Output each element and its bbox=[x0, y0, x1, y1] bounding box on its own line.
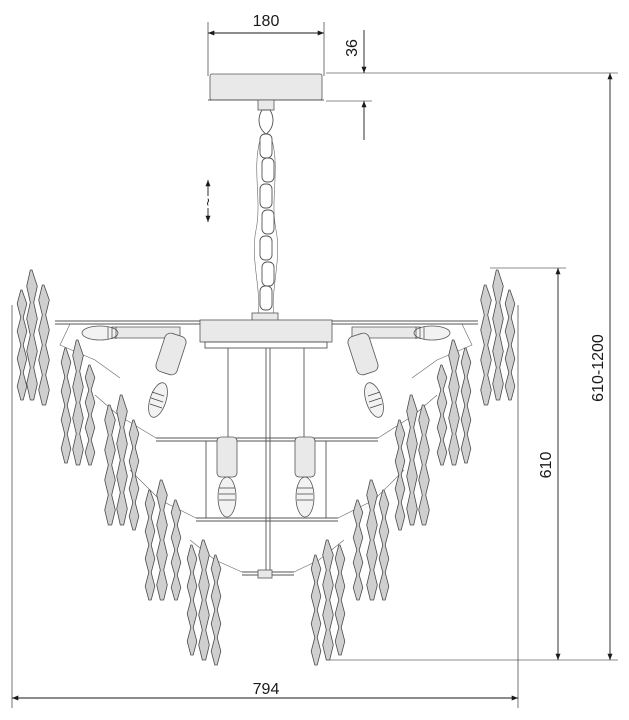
crystal-drop bbox=[60, 347, 72, 464]
bulb-right-angled bbox=[364, 382, 384, 418]
crystal-drop bbox=[322, 539, 334, 661]
crystal-drop bbox=[72, 339, 84, 466]
crystal-drop bbox=[480, 284, 492, 406]
crystal-drop bbox=[378, 489, 390, 601]
bulb-center-left bbox=[217, 476, 237, 518]
crystal-drop bbox=[104, 404, 116, 526]
body-width-label: 794 bbox=[253, 681, 280, 698]
crystal-pendants bbox=[16, 269, 516, 666]
chandelier-frame bbox=[55, 312, 478, 579]
chain-link bbox=[259, 235, 273, 261]
crystal-drop bbox=[128, 419, 140, 531]
dimension-total-height: 610-1200 bbox=[326, 73, 618, 661]
chain-link bbox=[259, 183, 273, 209]
crystal-drop bbox=[394, 419, 406, 531]
chain-link bbox=[261, 209, 275, 235]
crystal-drop bbox=[492, 269, 504, 401]
crystal-drop bbox=[460, 347, 472, 464]
dimension-canopy-height: 36 bbox=[326, 30, 618, 140]
bulb-holders bbox=[111, 326, 421, 478]
chain-adjust-indicator: ~ bbox=[200, 180, 216, 222]
crystal-drop bbox=[310, 554, 322, 666]
dimension-body-height: 610 bbox=[490, 267, 566, 660]
bulb-left-horizontal bbox=[81, 325, 119, 341]
crystal-drop bbox=[406, 394, 418, 526]
body-height-label: 610 bbox=[538, 452, 555, 479]
crystal-drop bbox=[84, 364, 96, 466]
dimension-canopy-width: 180 bbox=[207, 13, 325, 76]
chain-link bbox=[261, 157, 275, 183]
canopy-height-label: 36 bbox=[344, 39, 361, 57]
light-bulbs bbox=[81, 325, 451, 518]
crystal-drop bbox=[334, 544, 346, 656]
crystal-drop bbox=[186, 544, 198, 656]
crystal-drop bbox=[116, 394, 128, 526]
chain-adjust-label: ~ bbox=[200, 198, 216, 206]
dimension-body-width: 794 bbox=[11, 305, 519, 708]
crystal-drop bbox=[448, 339, 460, 466]
crystal-drop bbox=[38, 284, 50, 406]
crystal-drop bbox=[170, 499, 182, 601]
bulb-right-horizontal bbox=[413, 325, 451, 341]
crystal-drop bbox=[144, 489, 156, 601]
crystal-drop bbox=[16, 289, 28, 401]
crystal-drop bbox=[156, 479, 168, 601]
crystal-drop bbox=[352, 499, 364, 601]
crystal-drop bbox=[504, 289, 516, 401]
ceiling-canopy bbox=[208, 73, 324, 101]
canopy-width-label: 180 bbox=[253, 13, 280, 30]
bulb-left-angled bbox=[148, 382, 168, 418]
total-height-label: 610-1200 bbox=[590, 334, 607, 402]
suspension-chain bbox=[253, 99, 279, 319]
chain-link bbox=[259, 285, 273, 311]
crystal-drop bbox=[418, 404, 430, 526]
crystal-drop bbox=[198, 539, 210, 661]
bulb-center-right bbox=[295, 476, 315, 518]
crystal-drop bbox=[210, 554, 222, 666]
crystal-drop bbox=[366, 479, 378, 601]
chain-link bbox=[259, 133, 273, 159]
crystal-drop bbox=[26, 269, 38, 401]
crystal-drop bbox=[436, 364, 448, 466]
chain-link bbox=[261, 261, 275, 287]
chain-outline bbox=[253, 139, 279, 319]
